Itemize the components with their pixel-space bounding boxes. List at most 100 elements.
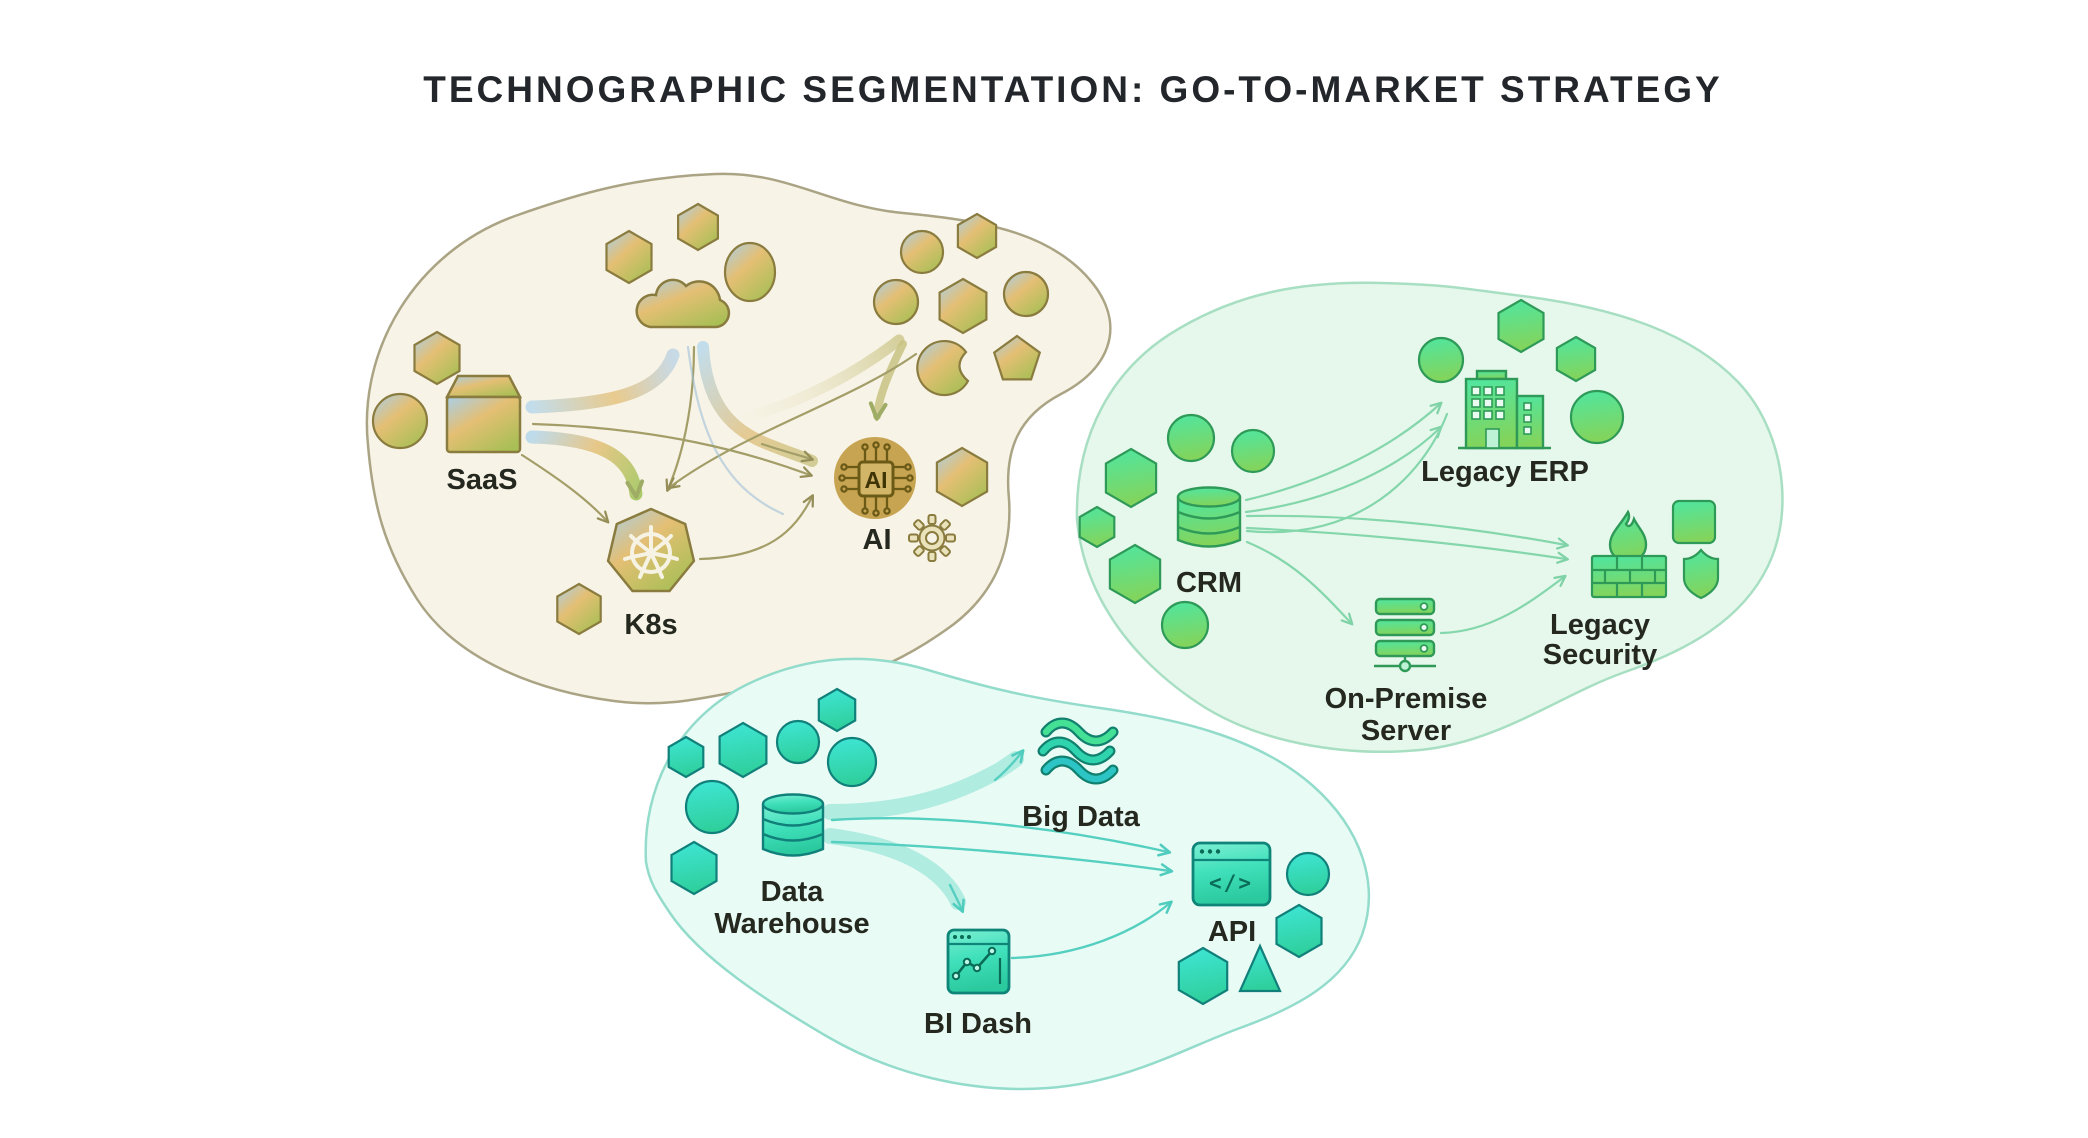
kubernetes-wheel-icon <box>623 525 679 579</box>
data-warehouse-label-line2: Warehouse <box>714 908 869 940</box>
decorative-shape <box>817 687 857 733</box>
decorative-shape <box>992 334 1042 381</box>
line-crm-to-erp-1 <box>1244 401 1443 502</box>
line-crm-to-server <box>1245 540 1354 626</box>
legacy-security-label-line1: Legacy <box>1550 609 1650 641</box>
legacy-flows <box>1244 401 1569 635</box>
decorative-shape <box>413 330 461 386</box>
crm-label: CRM <box>1176 567 1242 599</box>
line-into-ai-top <box>760 442 814 463</box>
kubernetes-icon <box>606 507 696 593</box>
bi-dashboard-icon <box>946 928 1011 995</box>
decorative-shape <box>1417 336 1465 384</box>
line-saas-to-ai <box>531 422 813 478</box>
bi-dash-label: BI Dash <box>924 1008 1032 1040</box>
triangle-shape <box>1238 943 1282 993</box>
decorative-shape <box>1104 447 1158 509</box>
legacy-erp-building-icon <box>1458 369 1551 450</box>
flow-cluster-to-ai <box>868 340 907 421</box>
decorative-shape <box>670 840 718 896</box>
big-data-label: Big Data <box>1022 801 1141 833</box>
data-warehouse-icon <box>761 793 825 857</box>
data-driven-flows <box>822 749 1174 960</box>
legacy-erp-label: Legacy ERP <box>1421 456 1589 488</box>
decorative-shape <box>1160 600 1210 650</box>
ai-label: AI <box>863 524 892 556</box>
crm-database-icon <box>1176 486 1242 548</box>
decorative-shape <box>935 446 989 508</box>
flow-saas-to-k8s <box>525 430 645 501</box>
line-bidash-to-api <box>1010 900 1173 960</box>
line-crm-to-security-2 <box>1245 526 1569 564</box>
decorative-shape <box>872 278 920 326</box>
firewall-icon <box>1590 509 1668 599</box>
cloud-native-flows <box>520 334 918 561</box>
decorative-shape <box>1108 543 1162 605</box>
line-crm-to-erp-3 <box>1245 412 1449 534</box>
decorative-shape <box>1230 428 1276 474</box>
on-premise-label-line2: Server <box>1361 715 1451 747</box>
cloud-icon <box>635 278 731 329</box>
special-shapes <box>635 278 1720 993</box>
decorative-shape <box>1177 946 1229 1006</box>
line-dw-to-api-1 <box>830 816 1172 857</box>
decorative-shape <box>1555 335 1597 383</box>
api-code-window-icon: </> <box>1191 841 1272 907</box>
flow-dw-to-bigdata <box>822 751 1024 820</box>
decorative-shape <box>1569 389 1625 445</box>
line-k8s-to-ai <box>698 494 814 561</box>
on-premise-label-line1: On-Premise <box>1325 683 1488 715</box>
api-label: API <box>1208 916 1256 948</box>
flow-cluster-fade <box>742 334 905 423</box>
page-title: TECHNOGRAPHIC SEGMENTATION: GO-TO-MARKET… <box>423 69 1722 110</box>
decorative-shapes <box>371 202 1625 1006</box>
ai-chip-text: AI <box>865 467 888 493</box>
line-server-to-security <box>1439 574 1567 635</box>
pacman-shape <box>916 339 970 397</box>
decorative-shape <box>371 392 429 450</box>
line-saas-to-k8s <box>520 453 610 524</box>
line-cluster-to-k8s <box>667 352 918 490</box>
decorative-shape <box>1285 851 1331 897</box>
shield-icon <box>1682 548 1720 600</box>
decorative-shape <box>1497 298 1545 354</box>
decorative-shape <box>676 202 720 252</box>
line-dw-to-api-2 <box>830 840 1174 877</box>
flow-saas-to-cloud <box>525 348 680 414</box>
cloud-native-blob <box>365 172 1112 705</box>
gear-icon <box>908 514 956 562</box>
arrow-into-bidash <box>948 883 965 914</box>
decorative-shape <box>1002 270 1050 318</box>
server-rack-icon <box>1374 597 1436 673</box>
code-glyph: </> <box>1209 871 1253 895</box>
ai-chip-icon: AI <box>834 437 916 519</box>
decorative-shape <box>775 719 821 765</box>
decorative-shape <box>684 779 740 835</box>
arrow-into-bigdata <box>993 749 1025 782</box>
decorative-shape <box>723 241 777 303</box>
decorative-shape <box>826 736 878 788</box>
decorative-shape <box>1166 413 1216 463</box>
decorative-shape <box>1078 505 1116 549</box>
line-cloud-down <box>686 345 785 516</box>
data-warehouse-label-line1: Data <box>761 876 825 908</box>
line-crm-to-security-1 <box>1245 514 1569 550</box>
square-shape <box>1671 499 1717 545</box>
big-data-waves-icon <box>1037 717 1119 785</box>
decorative-shape <box>938 277 988 335</box>
legacy-security-label-line2: Security <box>1543 639 1657 671</box>
chip-traces <box>838 441 914 517</box>
decorative-shape <box>556 582 602 636</box>
decorative-shape <box>605 229 653 285</box>
labels: SaaS K8s AI CRM Legacy ERP Legacy Securi… <box>447 456 1658 1040</box>
cluster-blobs <box>365 172 1784 1091</box>
saas-label: SaaS <box>447 464 518 496</box>
flame-icon <box>1608 509 1648 564</box>
decorative-shape <box>1275 903 1323 959</box>
decorative-shape <box>899 229 945 275</box>
saas-icon <box>444 374 523 454</box>
k8s-label: K8s <box>624 609 677 641</box>
line-crm-to-erp-2 <box>1244 425 1443 514</box>
decorative-shape <box>667 735 705 779</box>
